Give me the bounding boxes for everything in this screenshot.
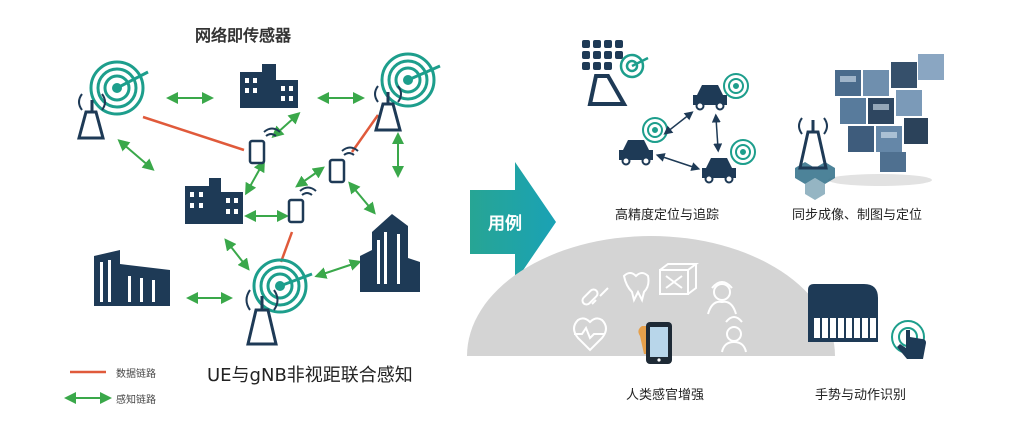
skyscraper-icon <box>360 214 420 292</box>
tooth-icon <box>622 272 650 303</box>
legend-data-link-label: 数据链路 <box>116 369 156 380</box>
tracking-target-icons <box>642 73 756 165</box>
phone-icon <box>248 127 281 165</box>
base-station-bottom-icon <box>245 258 313 346</box>
sense-dome <box>467 236 835 356</box>
building-middle-icon <box>185 178 243 224</box>
data-link-2 <box>350 114 380 153</box>
phone-icon <box>328 146 359 184</box>
antenna-array-icon <box>582 40 649 106</box>
sense-links <box>117 92 404 304</box>
data-link-3 <box>279 231 294 263</box>
use-case-label-gesture: 手势与动作识别 <box>815 388 907 403</box>
heart-monitor-icon <box>573 317 607 352</box>
mapping-tower-icon <box>795 117 835 200</box>
left-diagram-title: 网络即传感器 <box>195 26 292 45</box>
sense-icons <box>573 263 747 353</box>
data-link-1 <box>142 115 245 152</box>
car-icon <box>619 140 653 166</box>
image-cube-icon <box>828 54 944 186</box>
car-icon <box>702 158 736 184</box>
building-top-icon <box>240 64 298 108</box>
box-icon <box>659 263 699 295</box>
use-case-label-positioning: 高精度定位与追踪 <box>615 208 720 223</box>
left-diagram-caption: UE与gNB非视距联合感知 <box>207 365 413 386</box>
engineer-icon <box>707 281 737 315</box>
car-links <box>655 111 723 171</box>
thermometer-icon <box>581 287 609 306</box>
base-station-topright-icon <box>374 52 441 132</box>
car-icon <box>693 85 727 111</box>
hand-phone-icon <box>638 322 672 364</box>
touch-gesture-icon <box>891 320 926 359</box>
use-case-arrow <box>470 162 556 282</box>
building-bottom-left-icon <box>94 250 170 306</box>
use-case-arrow-label: 用例 <box>488 214 522 234</box>
chef-icon <box>721 316 747 353</box>
phone-icon <box>287 186 317 224</box>
tracked-cars-icon <box>619 85 736 184</box>
legend-sense-link-label: 感知链路 <box>116 395 156 406</box>
data-links <box>142 114 380 263</box>
piano-icon <box>808 284 878 342</box>
base-station-topleft-icon <box>77 60 149 140</box>
use-case-label-imaging: 同步成像、制图与定位 <box>792 208 923 223</box>
use-case-label-senses: 人类感官增强 <box>626 388 705 403</box>
